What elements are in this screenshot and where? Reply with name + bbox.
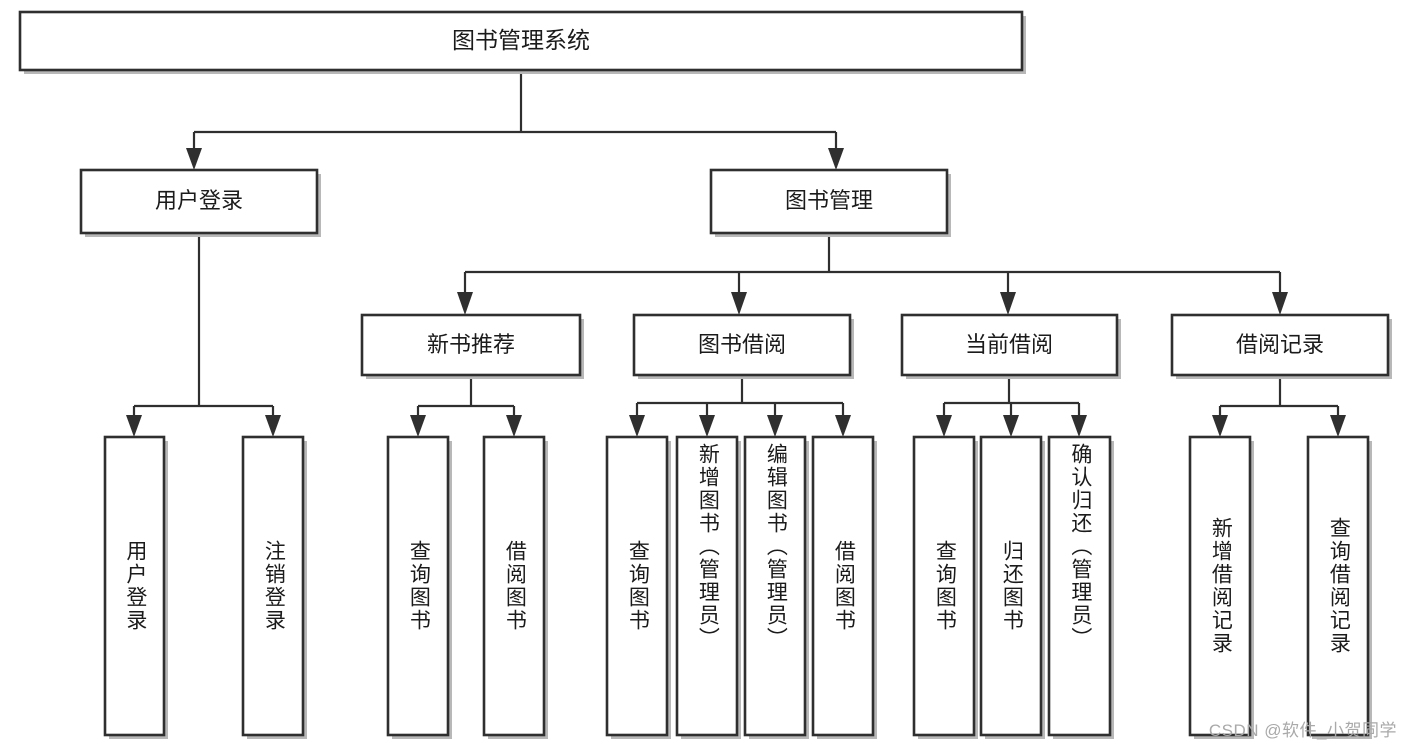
arrow-to-leaf-edit-book <box>767 415 783 437</box>
leaf-box-confirm-return[interactable] <box>1047 435 1114 739</box>
node-new-book-recommend-label: 新书推荐 <box>427 332 515 357</box>
arrow-to-borrow-record <box>1272 292 1288 315</box>
arrow-to-leaf-user-login <box>126 415 142 437</box>
node-layer: 图书管理系统 用户登录 图书管理 新书推荐 <box>18 10 1392 739</box>
arrow-to-leaf-add-record <box>1212 415 1228 437</box>
arrow-to-leaf-return-book <box>1003 415 1019 437</box>
arrow-to-leaf-confirm-return <box>1071 415 1087 437</box>
arrow-to-new-book-rec <box>457 292 473 315</box>
node-current-borrow-label: 当前借阅 <box>965 332 1053 357</box>
leaf-box-logout[interactable] <box>241 435 307 739</box>
leaf-box-borrow-book-a[interactable] <box>482 435 548 739</box>
arrow-to-leaf-query-book-c <box>936 415 952 437</box>
leaf-box-return-book[interactable] <box>979 435 1045 739</box>
node-book-management-label: 图书管理 <box>785 188 873 213</box>
edge-layer <box>126 70 1346 437</box>
leaf-box-query-book-a[interactable] <box>386 435 452 739</box>
node-root-system[interactable]: 图书管理系统 <box>18 10 1026 74</box>
leaf-box-query-book-b[interactable] <box>605 435 671 739</box>
arrow-root-to-book-mgmt <box>828 148 844 170</box>
node-user-login-label: 用户登录 <box>155 188 243 213</box>
edge-borrowrecord-bus <box>1218 375 1340 424</box>
arrow-to-book-borrow <box>731 292 747 315</box>
leaf-box-borrow-book-b[interactable] <box>811 435 877 739</box>
edge-newbook-bus <box>416 375 516 424</box>
arrow-to-leaf-add-book <box>699 415 715 437</box>
node-root-label: 图书管理系统 <box>452 27 590 53</box>
leaf-box-query-record[interactable] <box>1306 435 1372 739</box>
leaf-box-query-book-c[interactable] <box>912 435 978 739</box>
leaf-box-add-record[interactable] <box>1188 435 1254 739</box>
node-current-borrow[interactable]: 当前借阅 <box>900 313 1121 379</box>
edge-root-bus <box>192 70 838 156</box>
node-user-login[interactable]: 用户登录 <box>79 168 321 237</box>
arrow-to-leaf-borrow-book-a <box>506 415 522 437</box>
edge-userlogin-bus <box>132 233 275 424</box>
edge-bookborrow-bus <box>635 375 845 424</box>
node-book-borrow[interactable]: 图书借阅 <box>632 313 854 379</box>
leaf-box-user-login[interactable] <box>103 435 168 739</box>
node-new-book-recommend[interactable]: 新书推荐 <box>360 313 584 379</box>
node-borrow-record-label: 借阅记录 <box>1236 332 1324 357</box>
arrow-to-leaf-query-book-a <box>410 415 426 437</box>
leaf-box-edit-book[interactable] <box>743 435 809 739</box>
arrow-to-current-borrow <box>1000 292 1016 315</box>
node-book-management[interactable]: 图书管理 <box>709 168 951 237</box>
node-book-borrow-label: 图书借阅 <box>698 332 786 357</box>
leaf-box-add-book[interactable] <box>675 435 741 739</box>
arrow-to-leaf-query-book-b <box>629 415 645 437</box>
arrow-to-leaf-logout <box>265 415 281 437</box>
watermark-text: CSDN @软件_小贺同学 <box>1208 721 1397 740</box>
arrow-to-leaf-query-record <box>1330 415 1346 437</box>
edge-currentborrow-bus <box>942 375 1081 424</box>
node-borrow-record[interactable]: 借阅记录 <box>1170 313 1392 379</box>
edge-bookmgmt-bus <box>463 233 1282 300</box>
arrow-root-to-user-login <box>186 148 202 170</box>
arrow-to-leaf-borrow-book-b <box>835 415 851 437</box>
